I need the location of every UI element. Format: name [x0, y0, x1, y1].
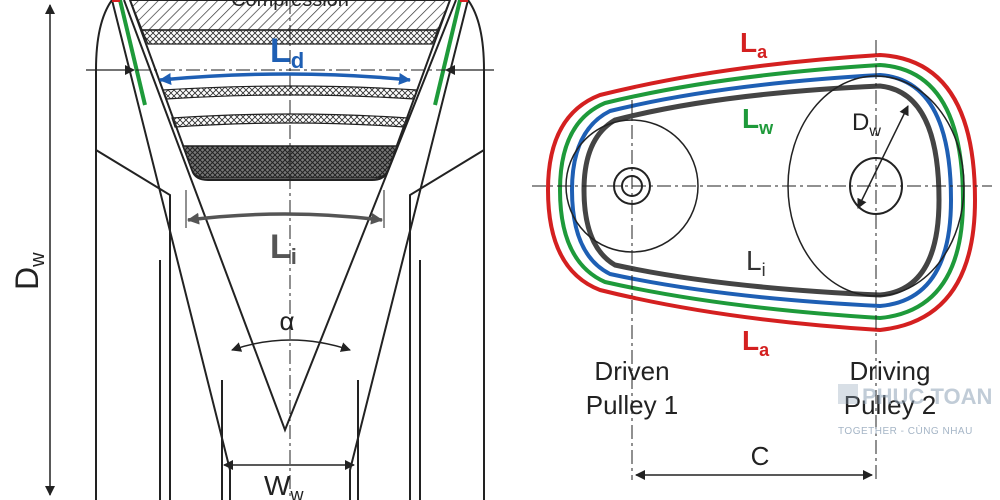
- ld-label: Ld: [270, 32, 304, 73]
- dw-label-vertical: Dw: [9, 252, 49, 290]
- compression-label: Compression: [231, 0, 349, 11]
- alpha-angle-arc: [231, 339, 351, 352]
- dw-label-pulley: Dw: [852, 109, 881, 140]
- ld-dimension-arrow: [159, 72, 411, 85]
- li-label: Li: [270, 228, 297, 269]
- li-label-layout: Li: [746, 245, 766, 280]
- watermark-subtitle: TOGETHER - CÙNG NHAU: [838, 424, 973, 437]
- la-label-top: La: [740, 27, 768, 62]
- driven-pulley-label-line2: Pulley 1: [586, 390, 679, 420]
- belt-cross-section: Compression Ld Li α Ww Dw: [9, 0, 494, 500]
- li-dimension-arrow: [187, 212, 383, 225]
- driving-pulley-label-line1: Driving: [850, 356, 931, 386]
- dw-diameter-arrow: [857, 105, 909, 209]
- pulley-layout: La Lw Dw Li La Driven Pulley 1 Driving P…: [532, 27, 992, 480]
- lw-label: Lw: [742, 103, 774, 138]
- c-label: C: [751, 441, 770, 471]
- ww-label: Ww: [264, 470, 304, 500]
- la-label-bottom: La: [742, 325, 770, 360]
- watermark-title: PHUC TOAN: [862, 384, 992, 409]
- belt-outline-lw: [557, 62, 966, 321]
- pulley-groove-outline: [95, 0, 485, 500]
- driven-pulley-label-line1: Driven: [594, 356, 669, 386]
- watermark: PHUC TOAN TOGETHER - CÙNG NHAU: [838, 384, 992, 437]
- belt-outline-la: [545, 52, 978, 333]
- belt-outline-li: [581, 83, 942, 298]
- watermark-logo-box: [838, 384, 858, 404]
- driving-pulley-label-line2: Pulley 2: [844, 390, 937, 420]
- alpha-label: α: [279, 306, 294, 336]
- v-belt-body: [112, 0, 468, 181]
